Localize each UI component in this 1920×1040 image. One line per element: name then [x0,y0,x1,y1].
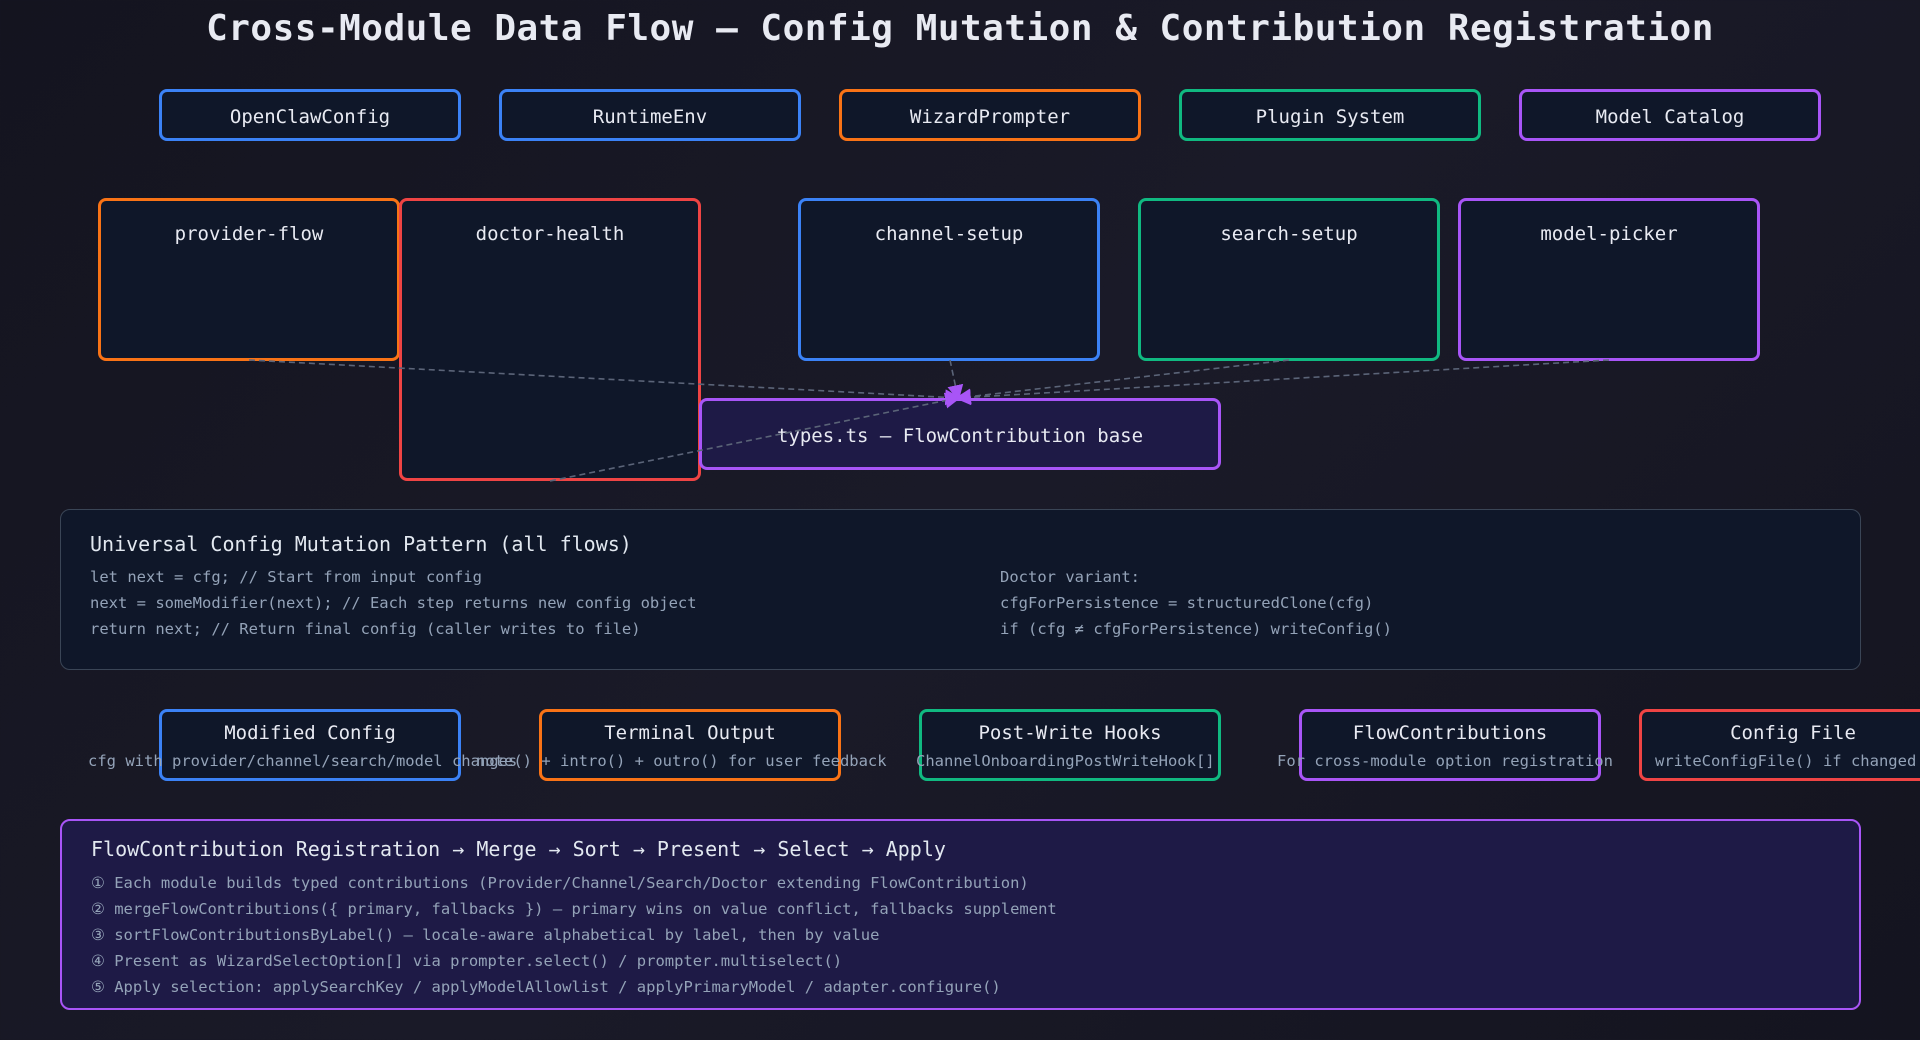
config-mutation-pattern-panel: Universal Config Mutation Pattern (all f… [60,509,1861,670]
pattern-code-line: next = someModifier(next); // Each step … [90,594,697,612]
input-openclawconfig[interactable]: OpenClawConfig [159,89,461,141]
flowcontribution-registration-panel: FlowContribution Registration → Merge → … [60,819,1861,1010]
output-sub-flowcontributions: For cross-module option registration [1277,752,1613,770]
module-provider-flow[interactable]: provider-flow [98,198,400,361]
doctor-variant-line: cfgForPersistence = structuredClone(cfg) [1000,594,1374,612]
module-channel-setup[interactable]: channel-setup [798,198,1100,361]
doctor-variant-line: Doctor variant: [1000,568,1140,586]
module-label: channel-setup [874,223,1024,245]
doctor-variant-line: if (cfg ≠ cfgForPersistence) writeConfig… [1000,620,1392,638]
pattern-code-line: return next; // Return final config (cal… [90,620,641,638]
input-label: WizardPrompter [909,106,1071,128]
types-label: types.ts — FlowContribution base [776,425,1144,447]
output-sub-post-write-hooks: ChannelOnboardingPostWriteHook[] [916,752,1215,770]
registration-step: ① Each module builds typed contributions… [91,874,1029,892]
input-label: Model Catalog [1595,106,1745,128]
output-modified-config[interactable]: Modified Config [159,709,461,781]
edge-search-setup [954,359,1290,405]
input-plugin-system[interactable]: Plugin System [1179,89,1481,141]
input-model-catalog[interactable]: Model Catalog [1519,89,1821,141]
diagram-title: Cross-Module Data Flow — Config Mutation… [206,8,1714,49]
registration-step: ② mergeFlowContributions({ primary, fall… [91,900,1057,918]
registration-step: ⑤ Apply selection: applySearchKey / appl… [91,978,1001,996]
types-flowcontribution-box[interactable]: types.ts — FlowContribution base [699,398,1221,470]
output-label: Post-Write Hooks [978,722,1162,744]
module-search-setup[interactable]: search-setup [1138,198,1440,361]
output-config-file[interactable]: Config File [1639,709,1920,781]
output-label: Terminal Output [604,722,776,744]
input-label: RuntimeEnv [592,106,708,128]
output-post-write-hooks[interactable]: Post-Write Hooks [919,709,1221,781]
edge-channel-setup [947,359,964,402]
module-label: provider-flow [174,223,324,245]
output-label: Modified Config [224,722,396,744]
registration-step: ③ sortFlowContributionsByLabel() — local… [91,926,880,944]
registration-title: FlowContribution Registration → Merge → … [91,837,946,861]
module-model-picker[interactable]: model-picker [1458,198,1760,361]
pattern-code-line: let next = cfg; // Start from input conf… [90,568,482,586]
pattern-title: Universal Config Mutation Pattern (all f… [90,532,632,556]
registration-step: ④ Present as WizardSelectOption[] via pr… [91,952,843,970]
output-flowcontributions[interactable]: FlowContributions [1299,709,1601,781]
input-label: OpenClawConfig [229,106,391,128]
output-sub-config-file: writeConfigFile() if changed [1655,752,1917,770]
output-sub-modified-config: cfg with provider/channel/search/model c… [88,752,518,770]
edge-provider-flow [248,359,962,406]
output-terminal-output[interactable]: Terminal Output [539,709,841,781]
input-runtimeenv[interactable]: RuntimeEnv [499,89,801,141]
output-label: Config File [1730,722,1856,744]
output-sub-terminal-output: note() + intro() + outro() for user feed… [476,752,887,770]
input-wizardprompter[interactable]: WizardPrompter [839,89,1141,141]
module-label: doctor-health [475,223,625,245]
output-label: FlowContributions [1352,722,1548,744]
edge-doctor-health [549,392,962,482]
module-label: search-setup [1220,223,1358,245]
input-label: Plugin System [1255,106,1405,128]
module-label: model-picker [1540,223,1678,245]
edge-model-picker [954,359,1610,406]
module-doctor-health[interactable]: doctor-health [399,198,701,481]
